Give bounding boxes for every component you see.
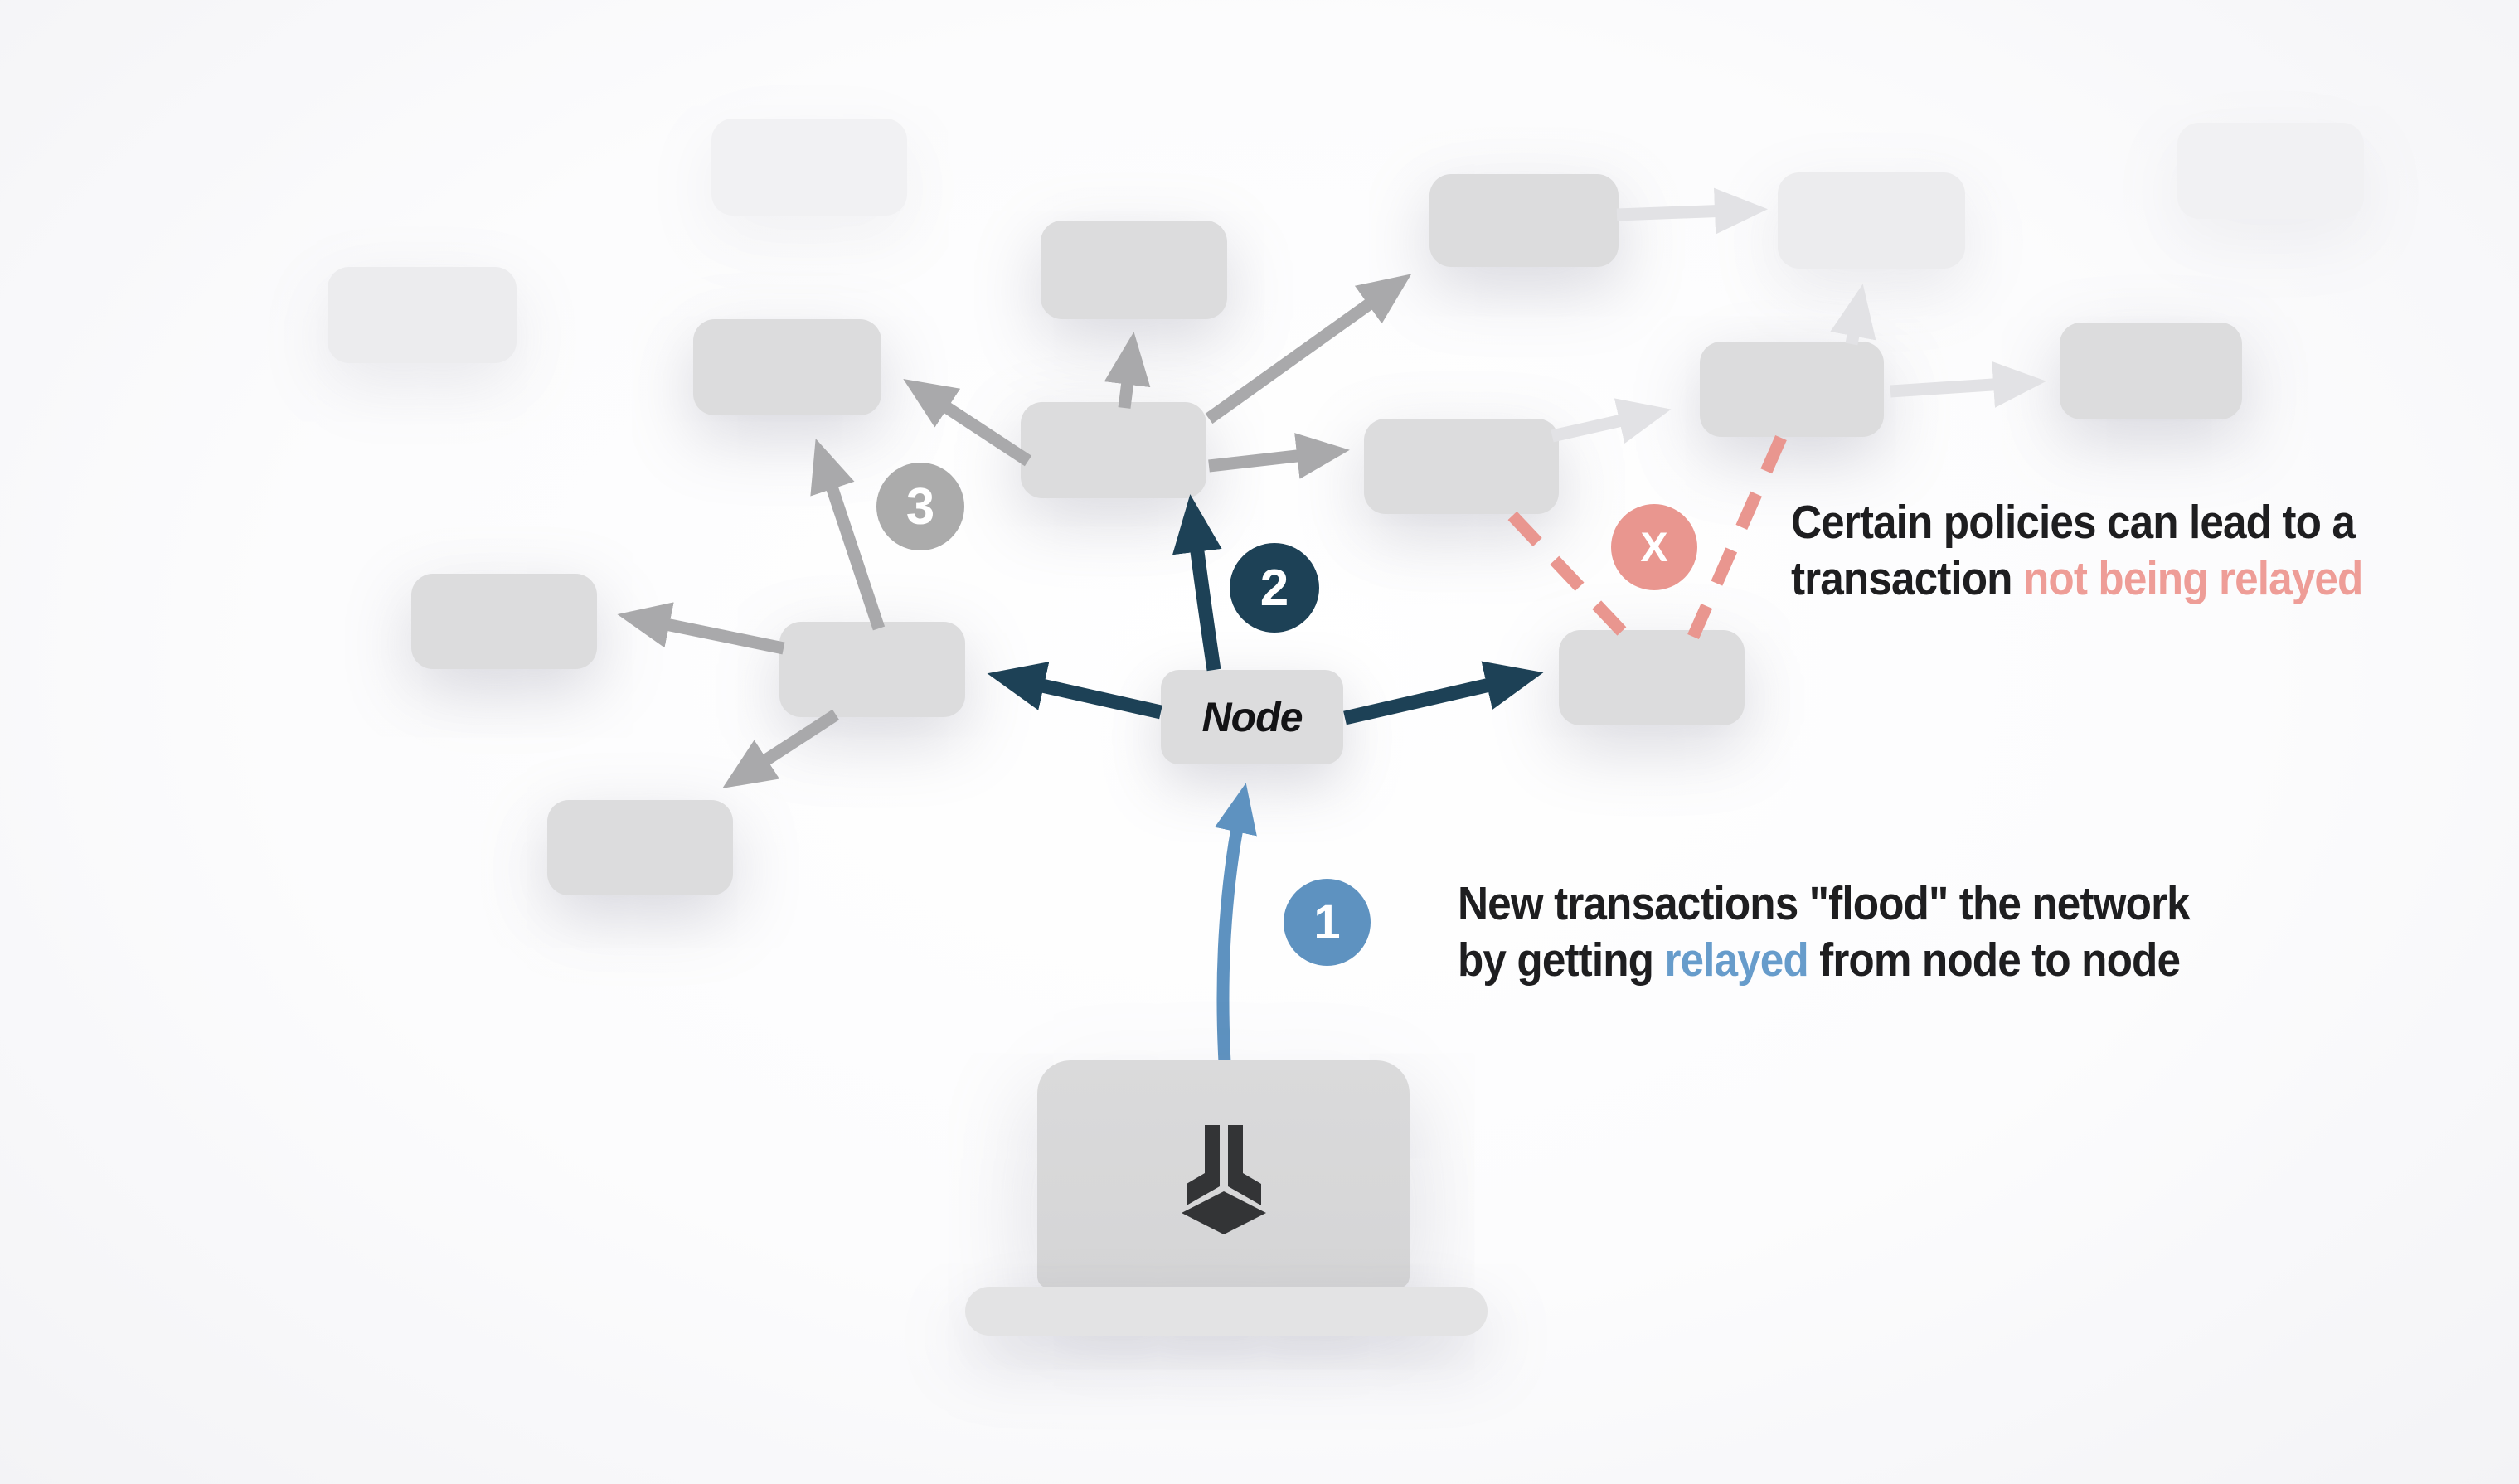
peer-box-left-neighbor: [779, 622, 965, 717]
peer-box-ghost-right: [2177, 123, 2364, 219]
navy-arrows: [987, 494, 1544, 725]
x-label: X: [1640, 524, 1668, 570]
step-2-badge: 2: [1230, 543, 1319, 633]
peer-box-right-neighbor: [1559, 630, 1745, 725]
arrow-midright-to-farright: [1890, 361, 2046, 408]
arrow-leftneighbor-to-bottomleft: [722, 709, 840, 788]
node-box: Node: [1161, 670, 1343, 764]
x-icon: X: [1611, 504, 1697, 590]
step-3-label: 3: [905, 478, 935, 536]
arrow-a-to-b: [1616, 187, 1768, 235]
laptop-icon: [1037, 1060, 1410, 1288]
peer-box-ghost-top: [711, 119, 907, 216]
policy-callout: Certain policies can lead to a transacti…: [1791, 494, 2363, 607]
flood-line2-highlight: relayed: [1664, 934, 1808, 987]
policy-line2-black: transaction: [1791, 552, 2023, 605]
peer-box-far-right: [2060, 323, 2242, 419]
blocked-relay-lines: [1507, 434, 1787, 642]
arrow-node-to-leftneighbor: [987, 662, 1162, 720]
flood-line2-post: from node to node: [1808, 934, 2181, 987]
step-1-badge: 1: [1284, 879, 1371, 966]
arrow-hub-to-top: [1104, 332, 1151, 409]
step-2-label: 2: [1260, 559, 1289, 617]
flood-line2-pre: by getting: [1458, 934, 1665, 987]
flood-line1: New transactions "flood" the network: [1458, 877, 2191, 930]
blocked-line-right: [1687, 434, 1787, 640]
arrow-rightupper-to-midright: [1551, 398, 1672, 444]
peer-box-hub: [1021, 402, 1206, 498]
policy-line2: transaction not being relayed: [1791, 550, 2363, 607]
faded-arrows: [1551, 187, 2046, 444]
laptop-base: [965, 1287, 1488, 1336]
peer-box-far-left: [411, 574, 597, 669]
gray-arrows: [617, 274, 1412, 788]
arrow-leftneighbor-to-farleft: [617, 602, 785, 655]
arrow-hub-to-upperleft: [903, 379, 1032, 467]
arrow-hub-to-topright: [1205, 274, 1412, 424]
peer-box-bottom-left: [547, 800, 733, 895]
step-1-label: 1: [1313, 895, 1341, 949]
peer-box-top-right-b: [1778, 172, 1965, 269]
node-label: Node: [1201, 694, 1303, 740]
peer-box-faded-left: [328, 267, 517, 363]
arrow-laptop-to-node: [1214, 783, 1257, 1063]
policy-line2-highlight: not being relayed: [2022, 552, 2363, 605]
peer-box-above-hub: [1041, 221, 1227, 319]
peer-box-top-right-a: [1429, 174, 1619, 267]
flood-line2: by getting relayed from node to node: [1458, 932, 2190, 988]
policy-line1: Certain policies can lead to a: [1791, 496, 2356, 549]
peer-box-upper-left: [693, 319, 881, 415]
flood-callout: New transactions "flood" the network by …: [1458, 875, 2191, 988]
cube-arrow-logo: [1181, 1124, 1266, 1234]
arrow-leftneighbor-to-upperleft: [810, 439, 886, 631]
peer-box-right-neighbor-upper: [1364, 419, 1559, 514]
peer-box-mid-right: [1700, 342, 1884, 437]
blocked-line-left: [1507, 511, 1632, 642]
step-3-badge: 3: [876, 463, 964, 550]
arrow-midright-to-b: [1830, 284, 1876, 346]
arrow-hub-to-right: [1208, 433, 1350, 479]
arrow-node-to-rightneighbor: [1343, 661, 1544, 725]
arrow-node-to-hub: [1172, 494, 1222, 672]
